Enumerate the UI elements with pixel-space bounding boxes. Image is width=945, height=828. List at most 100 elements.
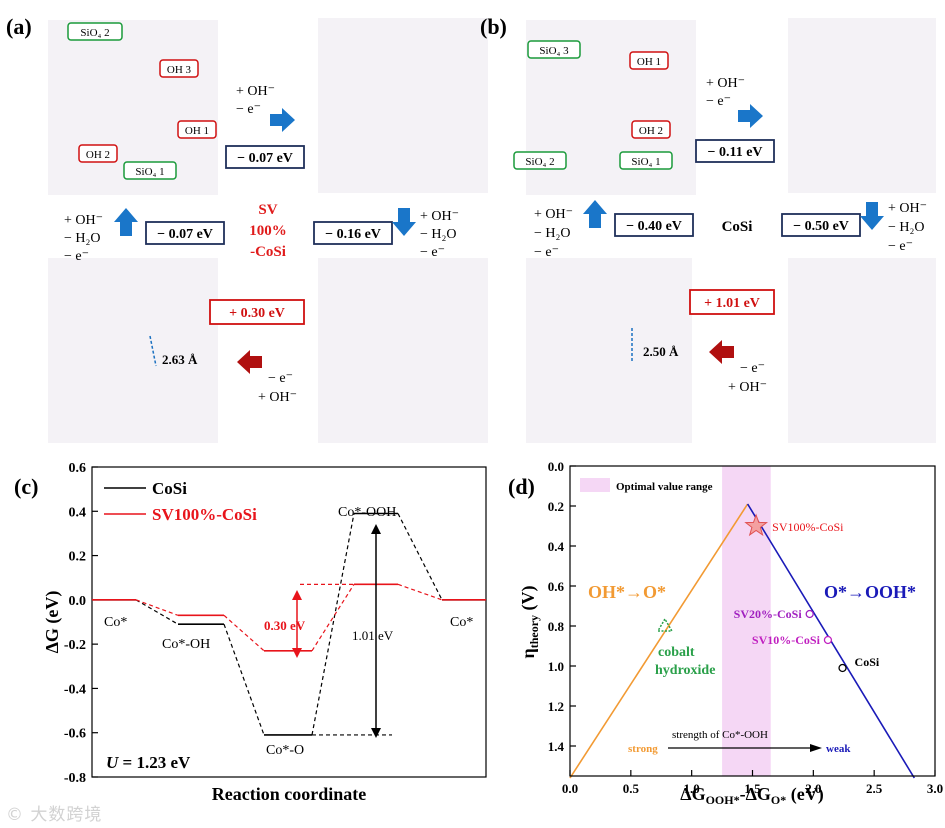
distance-label-a: 2.63 Å [149, 335, 198, 367]
svg-text:2.50 Å: 2.50 Å [643, 344, 679, 359]
svg-text:SiO₄ 1: SiO₄ 1 [631, 156, 660, 168]
svg-text:− e⁻: − e⁻ [64, 249, 89, 264]
tag-oh2-a: OH 2 [78, 144, 118, 163]
point-label: SV20%-CoSi [734, 607, 803, 621]
panel-a-label: (a) [6, 14, 32, 39]
svg-text:SiO₄ 3: SiO₄ 3 [539, 45, 569, 57]
structure-image-a4 [318, 258, 488, 443]
y-tick-label: 0.8 [548, 619, 565, 634]
svg-text:OH 1: OH 1 [637, 56, 661, 68]
ylabel-eta: ηtheory (V) [518, 585, 541, 658]
svg-text:− 0.16 eV: − 0.16 eV [325, 227, 381, 242]
svg-text:− H₂O: − H₂O [64, 231, 101, 246]
arrow-up-icon [583, 200, 607, 228]
arrow-right-icon [738, 104, 763, 128]
tag-sio4-1-b: SiO₄ 1 [619, 151, 673, 170]
svg-text:OH 3: OH 3 [167, 64, 192, 76]
connector [397, 583, 443, 601]
y-tick-label: 0.6 [548, 579, 565, 594]
svg-text:− 0.07 eV: − 0.07 eV [157, 227, 213, 242]
point-label: SV10%-CoSi [752, 633, 821, 647]
structure-image-a2 [318, 18, 488, 193]
state-label-co-start: Co* [104, 615, 127, 630]
svg-text:+ OH⁻: + OH⁻ [420, 209, 459, 224]
arrow-left-red-icon [709, 340, 734, 364]
panel-c: (c) -0.8-0.6-0.4-0.20.00.20.40.6 ΔG (eV)… [14, 461, 487, 804]
step1-text-b: + OH⁻ − e⁻ [706, 76, 745, 109]
arrow-up-icon [114, 208, 138, 236]
chart-c-xlabel: Reaction coordinate [212, 784, 366, 804]
chart-c-legend: CoSi SV100%-CoSi [104, 479, 257, 524]
svg-text:SiO₄ 1: SiO₄ 1 [135, 166, 164, 178]
tag-oh1-b: OH 1 [629, 51, 669, 70]
panel-b: (b) SiO₄ 3 OH 1 OH 2 SiO₄ 2 SiO₄ 1 + OH⁻… [480, 14, 936, 443]
energy-box-b-1: − 0.11 eV [695, 139, 775, 163]
svg-text:+ OH⁻: + OH⁻ [534, 207, 573, 222]
chart-c-ylabel: ΔG (eV) [42, 591, 63, 654]
y-tick-label: -0.8 [64, 771, 86, 786]
left-branch-label: OH*→O* [588, 582, 666, 602]
svg-text:+ OH⁻: + OH⁻ [64, 213, 103, 228]
u-label: U = 1.23 eV [106, 753, 191, 772]
state-label-co-end: Co* [450, 615, 473, 630]
chart-c-state-labels: Co* Co*-OH Co*-O Co*-OOH Co* [104, 505, 473, 758]
connector [223, 614, 265, 652]
legend-sv100-cosi: SV100%-CoSi [152, 505, 257, 524]
distance-label-b: 2.50 Å [631, 328, 679, 362]
y-tick-label: 1.2 [548, 699, 564, 714]
svg-text:+ 1.01 eV: + 1.01 eV [704, 296, 760, 311]
svg-text:2.63 Å: 2.63 Å [162, 352, 198, 367]
y-tick-label: 0.0 [69, 594, 87, 609]
svg-text:0.30 eV: 0.30 eV [264, 618, 306, 633]
energy-box-a-3: − 0.16 eV [313, 221, 393, 245]
svg-text:− 0.40 eV: − 0.40 eV [626, 219, 682, 234]
step4-text-a: − e⁻ + OH⁻ [258, 371, 297, 405]
strength-arrow: strong strength of Co*-OOH weak [628, 729, 851, 755]
tag-oh2-b: OH 2 [631, 120, 671, 139]
connector [223, 624, 265, 736]
y-tick-label: 0.4 [69, 505, 87, 520]
svg-text:+ OH⁻: + OH⁻ [236, 84, 275, 99]
svg-text:OH 1: OH 1 [185, 125, 209, 137]
svg-text:+ OH⁻: + OH⁻ [888, 201, 927, 216]
tag-sio4-2-a: SiO₄ 2 [67, 22, 123, 41]
right-branch-label: O*→OOH* [824, 582, 916, 602]
svg-text:OH 2: OH 2 [639, 125, 663, 137]
arrow-down-icon [392, 208, 416, 236]
connector [311, 513, 355, 736]
energy-box-b-2: − 0.40 eV [614, 213, 694, 237]
center-label-b: CoSi [722, 219, 753, 235]
structure-image-a3 [48, 258, 218, 443]
tag-oh1-a: OH 1 [177, 120, 217, 139]
gap-annotation-black: 1.01 eV [352, 524, 394, 738]
tag-sio4-3-b: SiO₄ 3 [527, 40, 581, 59]
step4-text-b: − e⁻ + OH⁻ [728, 361, 767, 395]
connector [135, 599, 179, 625]
svg-text:− e⁻: − e⁻ [534, 245, 559, 260]
svg-text:-CoSi: -CoSi [250, 244, 286, 260]
panel-b-label: (b) [480, 14, 507, 39]
y-tick-label: 0.2 [548, 499, 564, 514]
svg-text:Optimal value range: Optimal value range [616, 481, 713, 493]
step3-text-b: + OH⁻ − H₂O − e⁻ [888, 201, 927, 254]
svg-text:weak: weak [826, 743, 851, 755]
x-tick-label: 0.0 [562, 781, 578, 796]
state-label-co-ooh: Co*-OOH [338, 505, 396, 520]
x-tick-label: 3.0 [927, 781, 943, 796]
circle-marker [838, 663, 847, 673]
connector [397, 513, 443, 601]
svg-text:− e⁻: − e⁻ [420, 245, 445, 260]
step2-text-a: + OH⁻ − H₂O − e⁻ [64, 213, 103, 264]
structure-image-b2 [788, 18, 936, 193]
y-tick-label: 0.0 [548, 459, 564, 474]
svg-text:− H₂O: − H₂O [534, 226, 571, 241]
svg-text:− 0.11 eV: − 0.11 eV [707, 145, 762, 160]
point-label: SV100%-CoSi [772, 520, 844, 534]
svg-text:strong: strong [628, 743, 658, 755]
chart-d-legend: Optimal value range [580, 478, 713, 493]
tag-sio4-2-b: SiO₄ 2 [513, 151, 567, 170]
structure-image-b3 [526, 258, 692, 443]
